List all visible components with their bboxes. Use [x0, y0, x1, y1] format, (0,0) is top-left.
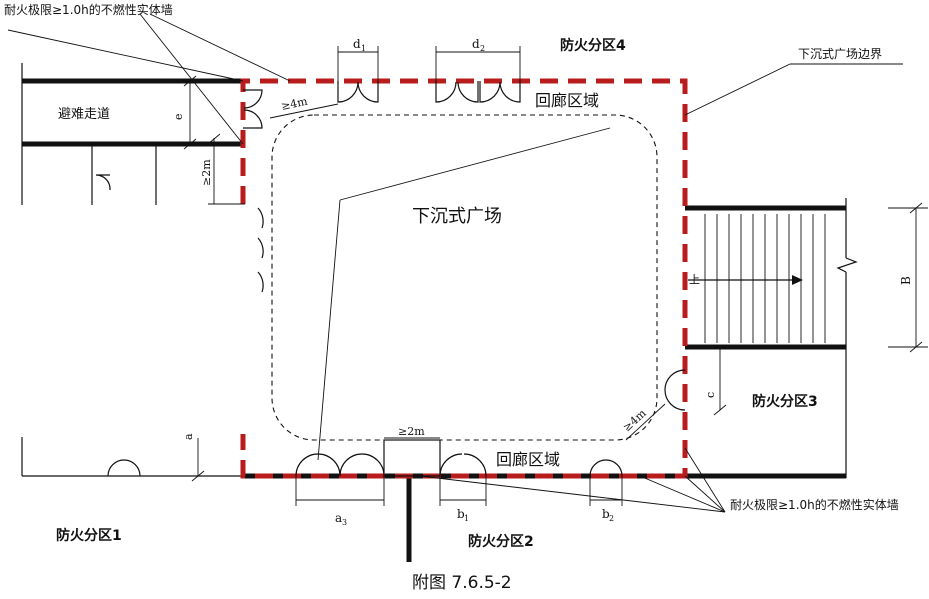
zone2-label: 防火分区2	[468, 533, 534, 550]
wall-note-top: 耐火极限≥1.0h的不燃性实体墙	[4, 2, 173, 17]
dim-b2-sub: 2	[609, 514, 614, 523]
door-zone3-lower	[664, 389, 686, 411]
door-zone1-1	[107, 459, 125, 477]
dim-c: c	[704, 392, 717, 398]
text-labels: 耐火极限≥1.0h的不燃性实体墙 防火分区4 下沉式广场边界 回廊区域 避难走道…	[4, 2, 899, 593]
dim-d2: d	[472, 37, 480, 51]
door-a3-3	[339, 453, 363, 477]
leader-wall-top-3	[7, 29, 244, 82]
dim-d1: d	[353, 37, 361, 51]
door-d1-left	[337, 81, 359, 103]
door-left-2	[257, 237, 264, 259]
leader-wall-bottom-4	[684, 447, 726, 513]
corridor-bottom-label: 回廊区域	[496, 450, 560, 469]
door-passage-lower	[243, 109, 263, 129]
door-a3-1	[295, 453, 319, 477]
leader-boundary	[684, 63, 791, 116]
leader-plaza-1	[339, 127, 611, 201]
dim-ge2m-bottom: ≥2m	[398, 425, 425, 438]
leader-wall-bottom-2	[639, 475, 726, 513]
door-d2-3	[479, 81, 501, 103]
wall-note-bottom: 耐火极限≥1.0h的不燃性实体墙	[730, 497, 899, 512]
dim-e: e	[172, 113, 185, 120]
evac-passage-label: 避难走道	[58, 107, 110, 122]
leader-wall-bottom-1	[684, 475, 726, 513]
dim-ge2m-left: ≥2m	[200, 159, 213, 186]
leader-wall-bottom-3	[419, 475, 726, 513]
door-left-3	[257, 271, 264, 293]
plaza-label: 下沉式广场	[412, 206, 502, 227]
door-passage-upper	[243, 89, 263, 109]
dim-b2: b	[602, 507, 610, 521]
dim-d1-sub: 1	[361, 44, 366, 53]
corridor-top-label: 回廊区域	[535, 91, 599, 110]
ge2m-box	[383, 439, 441, 477]
door-d2-2	[457, 81, 479, 103]
dimension-lines	[7, 13, 928, 513]
door-d2-1	[435, 81, 457, 103]
door-a3-2	[317, 453, 341, 477]
boundary-label: 下沉式广场边界	[798, 47, 882, 61]
door-b1-1	[439, 453, 463, 477]
dim-a: a	[182, 433, 195, 440]
figure-caption: 附图 7.6.5-2	[412, 573, 512, 593]
walls	[21, 63, 858, 562]
zone3-label: 防火分区3	[752, 393, 818, 410]
stair-up-label: 上	[689, 273, 700, 286]
dim-d2-sub: 2	[480, 44, 485, 53]
dim-a3: a	[335, 511, 342, 525]
leader-wall-top-2	[149, 13, 291, 82]
door-d2-4	[499, 81, 521, 103]
plaza-dashed-outline	[271, 114, 658, 441]
dim-b1-sub: 1	[464, 514, 469, 523]
door-a3-4	[361, 453, 385, 477]
door-b1-2	[463, 453, 487, 477]
door-left-1	[257, 207, 264, 229]
zone1-label: 防火分区1	[56, 527, 122, 544]
sunken-plaza-boundary	[240, 78, 688, 479]
room-door	[95, 174, 111, 191]
stair: 上	[688, 214, 826, 343]
zone4-label: 防火分区4	[560, 37, 626, 54]
stair-break-mark	[836, 257, 858, 273]
dim-ge4m-right: ≥4m	[620, 406, 649, 434]
leader-wall-top-1	[139, 13, 244, 145]
dim-a3-sub: 3	[342, 518, 347, 527]
doors	[91, 81, 686, 477]
door-b2-2	[605, 459, 623, 477]
door-zone3-upper	[664, 369, 686, 391]
door-zone1-2	[123, 459, 141, 477]
dim-B: B	[899, 276, 913, 285]
door-d1-right	[357, 81, 379, 103]
stair-arrow-head	[792, 275, 803, 285]
dim-b1: b	[457, 507, 465, 521]
leader-plaza-2	[317, 199, 341, 461]
door-b2-1	[589, 459, 607, 477]
dim-ge4m-top: ≥4m	[280, 95, 309, 113]
